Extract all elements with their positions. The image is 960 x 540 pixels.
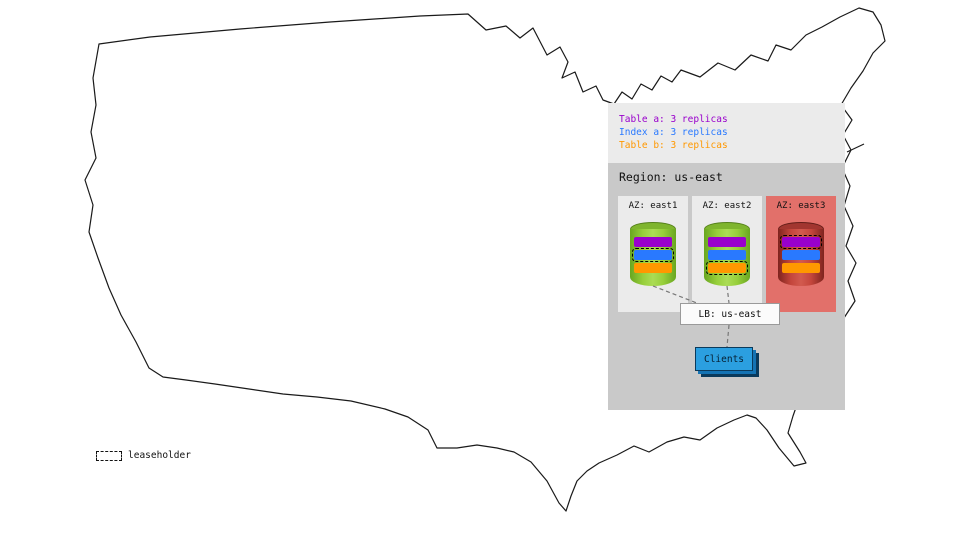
replica-bar-table-b xyxy=(782,263,820,273)
leaseholder-swatch-icon xyxy=(96,450,122,461)
replica-bar-table-b-leaseholder xyxy=(705,260,749,276)
database-cylinder-icon xyxy=(778,222,824,286)
database-cylinder-icon xyxy=(704,222,750,286)
replica-bar-table-a xyxy=(708,237,746,247)
az-east2-label: AZ: east2 xyxy=(702,201,752,211)
long-island-outline xyxy=(846,143,865,153)
az-box-east3: AZ: east3 xyxy=(766,196,836,312)
database-cylinder-icon xyxy=(630,222,676,286)
az-east3-label: AZ: east3 xyxy=(776,201,826,211)
az-east1-label: AZ: east1 xyxy=(628,201,678,211)
load-balancer-label: LB: us-east xyxy=(698,308,762,320)
region-box: Region: us-east AZ: east1 AZ: east2 xyxy=(608,163,845,410)
region-title: Region: us-east xyxy=(619,170,723,184)
leaseholder-key-label: leaseholder xyxy=(128,450,191,461)
replica-bar-table-b xyxy=(634,263,672,273)
az-box-east1: AZ: east1 xyxy=(618,196,688,312)
az-box-east2: AZ: east2 xyxy=(692,196,762,312)
replica-bar-index-a-leaseholder xyxy=(631,247,675,263)
replica-bar-table-a xyxy=(634,237,672,247)
replica-bar-index-a xyxy=(708,250,746,260)
legend-index-a: Index a: 3 replicas xyxy=(619,127,728,138)
leaseholder-key: leaseholder xyxy=(96,450,191,461)
replica-bar-table-a-leaseholder xyxy=(779,234,823,250)
clients-box: Clients xyxy=(695,347,753,371)
load-balancer-box: LB: us-east xyxy=(680,303,780,325)
replica-bar-index-a xyxy=(782,250,820,260)
legend-table-a: Table a: 3 replicas xyxy=(619,114,728,125)
clients-label: Clients xyxy=(703,353,745,365)
legend-table-b: Table b: 3 replicas xyxy=(619,140,728,151)
replica-legend-panel: Table a: 3 replicas Index a: 3 replicas … xyxy=(608,103,845,163)
